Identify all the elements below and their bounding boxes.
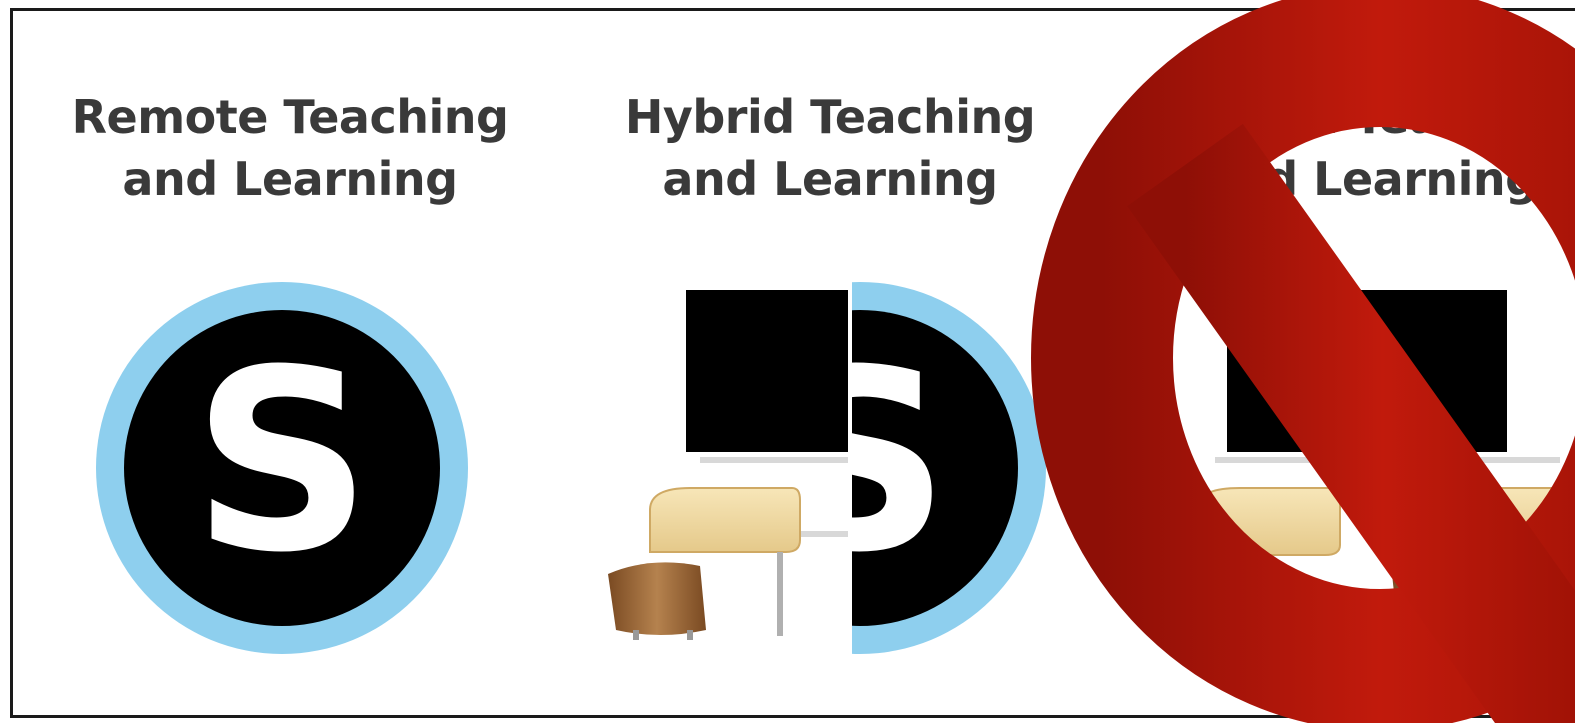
schoology-logo-icon: S xyxy=(96,282,468,654)
hybrid-caption-line2: and Learning xyxy=(662,152,998,206)
svg-text:S: S xyxy=(192,316,372,607)
remote-teaching-caption: Remote Teaching and Learning xyxy=(40,86,540,210)
svg-text:S: S xyxy=(770,316,950,607)
prohibition-sign-icon xyxy=(1031,0,1575,723)
hybrid-caption-line1: Hybrid Teaching xyxy=(624,90,1036,144)
hybrid-classroom-icon: S xyxy=(608,270,1046,670)
remote-caption-line1: Remote Teaching xyxy=(71,90,509,144)
hybrid-teaching-caption: Hybrid Teaching and Learning xyxy=(580,86,1080,210)
remote-caption-line2: and Learning xyxy=(122,152,458,206)
